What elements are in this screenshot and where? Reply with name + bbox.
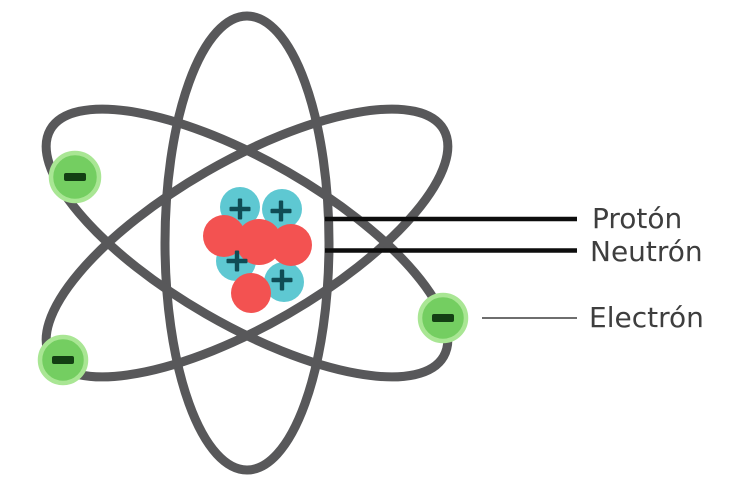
plus-sign-bar xyxy=(237,198,243,220)
plus-sign xyxy=(270,200,292,222)
electron-particle xyxy=(48,150,102,204)
neutron-particle xyxy=(203,215,245,257)
plus-sign xyxy=(271,269,293,291)
electron-label: Electrón xyxy=(589,301,704,334)
electrons xyxy=(37,150,469,386)
orbit-diagonal-left xyxy=(41,104,453,382)
plus-sign-bar xyxy=(279,269,285,291)
proton-label: Protón xyxy=(592,202,682,235)
electron-particle xyxy=(417,292,469,344)
plus-sign xyxy=(229,198,251,220)
plus-sign-bar xyxy=(234,250,240,272)
plus-sign-bar xyxy=(278,200,284,222)
electron-particle xyxy=(37,334,89,386)
legend-lines xyxy=(325,216,577,319)
minus-sign xyxy=(52,356,74,364)
orbit-vertical xyxy=(160,11,334,475)
neutron-particle xyxy=(231,273,271,313)
plus-sign xyxy=(226,250,248,272)
legend: Protón Neutrón Electrón xyxy=(589,202,704,334)
neutron-particle xyxy=(270,224,312,266)
neutron-particle xyxy=(236,219,282,265)
neutron-label: Neutrón xyxy=(590,235,703,268)
minus-sign xyxy=(64,173,86,181)
nucleus xyxy=(203,187,312,313)
minus-sign xyxy=(432,314,454,322)
